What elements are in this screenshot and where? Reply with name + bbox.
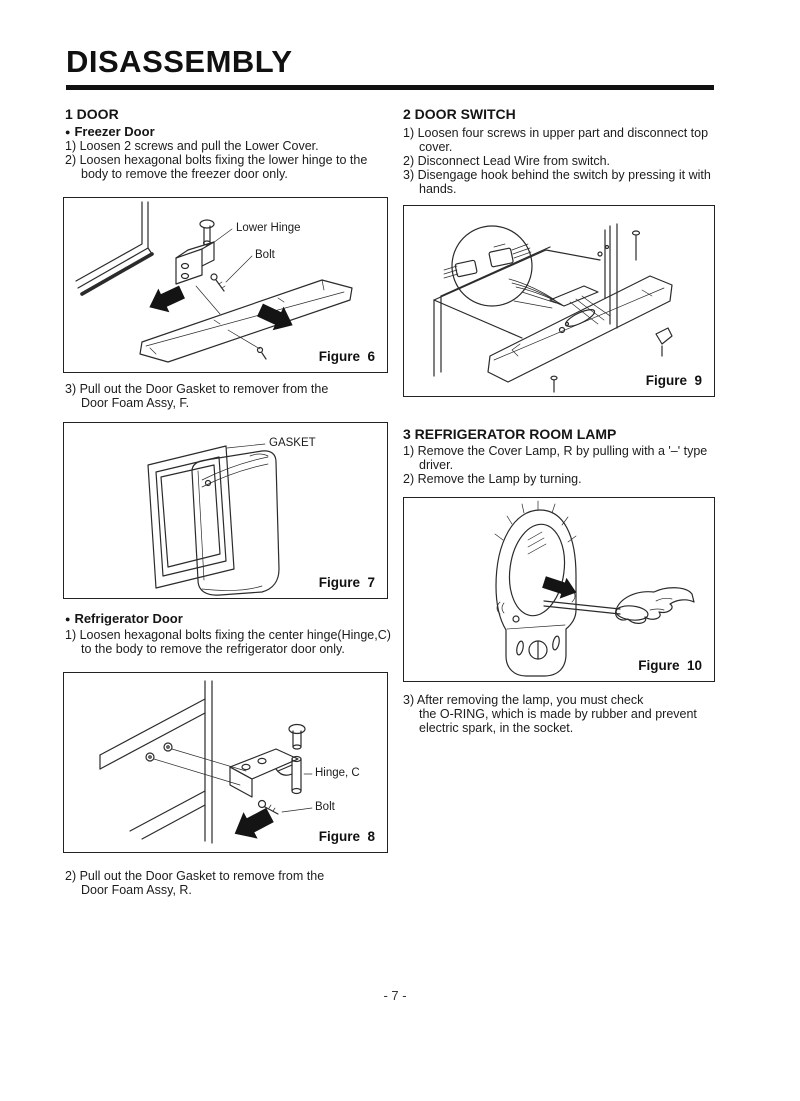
title-rule bbox=[66, 85, 714, 90]
bullet-icon: ● bbox=[65, 127, 71, 137]
subheading-freezer-door: ●Freezer Door bbox=[65, 124, 155, 139]
step-line: the O-RING, which is made by rubber and … bbox=[419, 707, 697, 721]
step-line: 2) Remove the Lamp by turning. bbox=[403, 472, 582, 486]
step-line: 3) After removing the lamp, you must che… bbox=[403, 693, 644, 707]
figure-7: GASKET Figure 7 bbox=[63, 422, 388, 599]
figure-9: Figure 9 bbox=[403, 205, 715, 397]
step-line: 3) Disengage hook behind the switch by p… bbox=[403, 168, 711, 182]
figure-8: Hinge, C Bolt Figure 8 bbox=[63, 672, 388, 853]
section-heading-room-lamp: 3 REFRIGERATOR ROOM LAMP bbox=[403, 426, 617, 442]
figure8-caption: Figure 8 bbox=[318, 829, 375, 844]
label-lower-hinge: Lower Hinge bbox=[236, 222, 301, 234]
subheading-refrigerator-door: ●Refrigerator Door bbox=[65, 611, 183, 626]
section-heading-door-switch: 2 DOOR SWITCH bbox=[403, 106, 516, 122]
page-title: DISASSEMBLY bbox=[66, 44, 293, 79]
step-line: driver. bbox=[419, 458, 454, 472]
step-line: electric spark, in the socket. bbox=[419, 721, 574, 735]
step-line: 1) Loosen hexagonal bolts fixing the cen… bbox=[65, 628, 391, 642]
step-line: hands. bbox=[419, 182, 457, 196]
figure7-drawing bbox=[147, 443, 280, 596]
figure10-drawing bbox=[494, 500, 695, 677]
step-line: 1) Remove the Cover Lamp, R by pulling w… bbox=[403, 444, 708, 458]
step-line: 2) Pull out the Door Gasket to remove fr… bbox=[65, 869, 325, 883]
step-line: 3) Pull out the Door Gasket to remover f… bbox=[65, 382, 329, 396]
step-line: 2) Disconnect Lead Wire from switch. bbox=[403, 154, 611, 168]
step-line: cover. bbox=[419, 140, 453, 154]
figure-10: Figure 10 bbox=[403, 497, 715, 682]
step-line: body to remove the freezer door only. bbox=[81, 167, 288, 181]
section-heading-door: 1 DOOR bbox=[65, 106, 119, 122]
label-bolt: Bolt bbox=[255, 249, 275, 261]
step-line: Door Foam Assy, R. bbox=[81, 883, 192, 897]
figure10-caption: Figure 10 bbox=[638, 658, 702, 673]
step-line: 1) Loosen four screws in upper part and … bbox=[403, 126, 709, 140]
step-line: Door Foam Assy, F. bbox=[81, 396, 190, 410]
figure6-drawing bbox=[75, 201, 353, 363]
figure9-drawing bbox=[433, 223, 673, 393]
label-gasket: GASKET bbox=[269, 437, 316, 449]
figure9-caption: Figure 9 bbox=[645, 373, 702, 388]
step-line: to the body to remove the refrigerator d… bbox=[81, 642, 345, 656]
page-number: - 7 - bbox=[383, 988, 407, 1003]
label-hinge-c: Hinge, C bbox=[315, 767, 360, 779]
figure6-caption: Figure 6 bbox=[318, 349, 375, 364]
step-line: 1) Loosen 2 screws and pull the Lower Co… bbox=[65, 139, 319, 153]
figure7-caption: Figure 7 bbox=[318, 575, 375, 590]
label-bolt: Bolt bbox=[315, 801, 335, 813]
bullet-icon: ● bbox=[65, 614, 71, 624]
step-line: 2) Loosen hexagonal bolts fixing the low… bbox=[65, 153, 368, 167]
figure8-drawing bbox=[99, 680, 313, 844]
figure-6: Lower Hinge Bolt Figure 6 bbox=[63, 197, 388, 373]
